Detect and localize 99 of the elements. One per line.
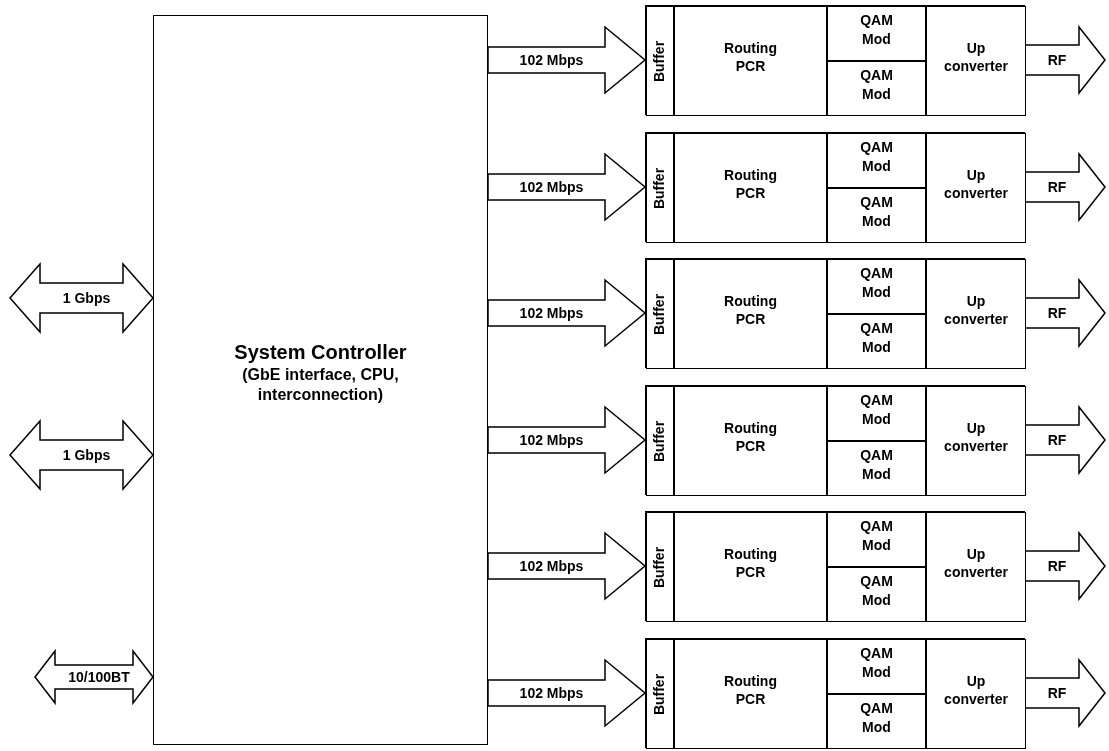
upconverter-box — [926, 6, 1026, 116]
block-label: QAM Mod — [859, 11, 894, 48]
block-label: QAM Mod — [859, 66, 894, 103]
modulator-box — [827, 259, 926, 314]
block-label: QAM Mod — [859, 193, 894, 230]
routing-box — [674, 639, 827, 749]
modulator-box — [827, 694, 926, 749]
edge-label: 102 Mbps — [519, 306, 584, 320]
modulator-box — [827, 6, 926, 61]
block-arrow — [487, 152, 647, 222]
block-label: Routing PCR — [723, 544, 778, 582]
buffer-box — [646, 512, 674, 622]
controller-title: System Controller — [234, 339, 407, 365]
block-label: Up converter — [943, 291, 1009, 329]
block-label: QAM Mod — [859, 517, 894, 554]
buffer-box — [646, 639, 674, 749]
block-label: Up converter — [943, 544, 1009, 582]
upconverter-box — [926, 512, 1026, 622]
block-arrow — [1024, 24, 1106, 96]
edge-label: 102 Mbps — [519, 53, 584, 67]
controller-box — [153, 15, 488, 745]
block-label: QAM Mod — [859, 572, 894, 609]
routing-box — [674, 133, 827, 243]
buffer-box — [646, 386, 674, 496]
block-label: Buffer — [650, 293, 669, 335]
edge-label: 102 Mbps — [519, 180, 584, 194]
edge-label: RF — [1047, 180, 1067, 194]
block-label: Routing PCR — [723, 418, 778, 456]
block-label: Buffer — [650, 40, 669, 82]
controller-subtitle: (GbE interface, CPU, interconnection) — [241, 364, 400, 405]
modulator-box — [827, 639, 926, 694]
modulator-box — [827, 441, 926, 496]
routing-box — [674, 386, 827, 496]
modulator-box — [827, 512, 926, 567]
block-label: Up converter — [943, 38, 1009, 76]
block-arrow — [34, 648, 154, 706]
block-arrow — [9, 419, 154, 491]
modulator-box — [827, 314, 926, 369]
edge-label: RF — [1047, 686, 1067, 700]
upconverter-box — [926, 133, 1026, 243]
block-label: Routing PCR — [723, 38, 778, 76]
edge-label: 102 Mbps — [519, 686, 584, 700]
block-arrow — [1024, 277, 1106, 349]
edge-label: RF — [1047, 53, 1067, 67]
block-arrow — [487, 405, 647, 475]
block-arrow — [487, 278, 647, 348]
edge-label: 1 Gbps — [62, 448, 111, 462]
buffer-box — [646, 133, 674, 243]
module-box — [645, 5, 1025, 115]
block-arrow — [487, 25, 647, 95]
modulator-box — [827, 61, 926, 116]
buffer-box — [646, 6, 674, 116]
block-label: QAM Mod — [859, 319, 894, 356]
edge-label: RF — [1047, 433, 1067, 447]
modulator-box — [827, 567, 926, 622]
routing-box — [674, 259, 827, 369]
block-arrow — [1024, 151, 1106, 223]
block-label: Buffer — [650, 420, 669, 462]
modulator-box — [827, 188, 926, 243]
block-label: Buffer — [650, 167, 669, 209]
buffer-box — [646, 259, 674, 369]
upconverter-box — [926, 259, 1026, 369]
block-label: Routing PCR — [723, 671, 778, 709]
block-arrow — [9, 262, 154, 334]
block-label: Buffer — [650, 546, 669, 588]
block-label: QAM Mod — [859, 264, 894, 301]
module-box — [645, 258, 1025, 368]
block-arrow — [1024, 404, 1106, 476]
upconverter-box — [926, 639, 1026, 749]
modulator-box — [827, 386, 926, 441]
block-label: Routing PCR — [723, 291, 778, 329]
edge-label: RF — [1047, 559, 1067, 573]
module-box — [645, 638, 1025, 748]
block-arrow — [1024, 657, 1106, 729]
block-arrow — [1024, 530, 1106, 602]
modulator-box — [827, 133, 926, 188]
block-label: Up converter — [943, 418, 1009, 456]
edge-label: RF — [1047, 306, 1067, 320]
edge-label: 1 Gbps — [62, 291, 111, 305]
module-box — [645, 132, 1025, 242]
routing-box — [674, 512, 827, 622]
edge-label: 10/100BT — [68, 670, 130, 684]
block-label: QAM Mod — [859, 446, 894, 483]
routing-box — [674, 6, 827, 116]
upconverter-box — [926, 386, 1026, 496]
block-label: QAM Mod — [859, 644, 894, 681]
block-label: QAM Mod — [859, 391, 894, 428]
edge-label: 102 Mbps — [519, 433, 584, 447]
block-arrow — [487, 531, 647, 601]
block-arrow — [487, 658, 647, 728]
edge-label: 102 Mbps — [519, 559, 584, 573]
module-box — [645, 511, 1025, 621]
block-label: Buffer — [650, 673, 669, 715]
block-label: Up converter — [943, 671, 1009, 709]
block-label: Routing PCR — [723, 165, 778, 203]
module-box — [645, 385, 1025, 495]
block-label: QAM Mod — [859, 138, 894, 175]
block-label: Up converter — [943, 165, 1009, 203]
block-label: QAM Mod — [859, 699, 894, 736]
